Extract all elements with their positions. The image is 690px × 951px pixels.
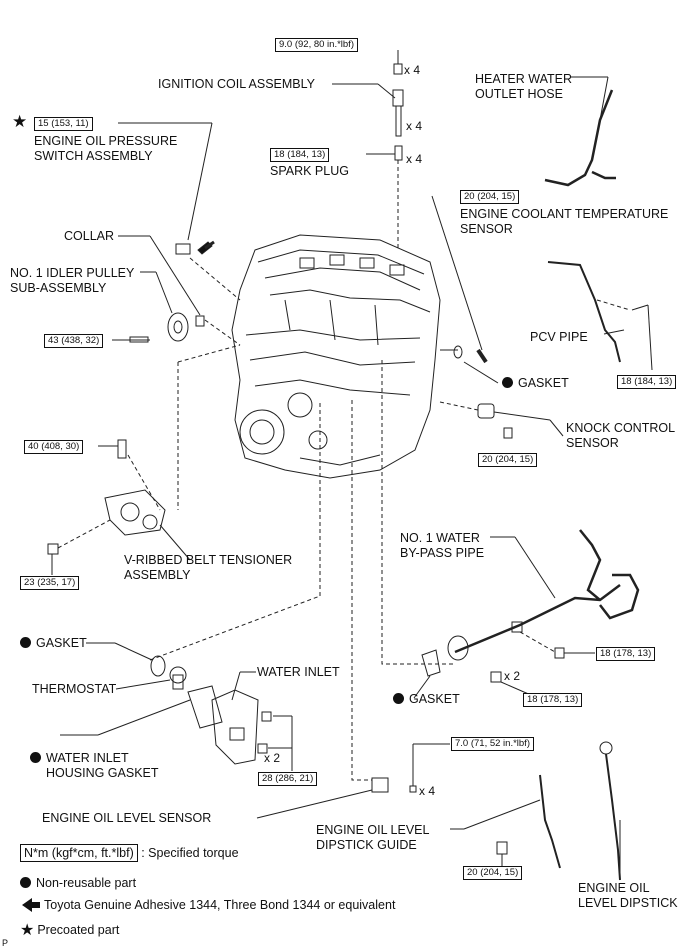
label-heater-hose-2: OUTLET HOSE bbox=[475, 87, 563, 101]
label-pcv-pipe: PCV PIPE bbox=[530, 330, 588, 344]
page-ref: P bbox=[2, 938, 9, 948]
label-spark-plug: SPARK PLUG bbox=[270, 164, 349, 178]
label-ect-1: ENGINE COOLANT TEMPERATURE bbox=[460, 207, 669, 221]
coil-bolt-shape bbox=[393, 63, 403, 75]
torque-knock: 20 (204, 15) bbox=[478, 453, 538, 467]
qty-oil-level: x 4 bbox=[419, 784, 436, 798]
label-dipstick-1: ENGINE OIL bbox=[578, 881, 650, 895]
legend-precoated: ★Precoated part bbox=[20, 922, 120, 939]
label-tensioner-1: V-RIBBED BELT TENSIONER bbox=[124, 553, 293, 567]
star-icon: ★ bbox=[20, 922, 35, 939]
torque-oil-level: 7.0 (71, 52 in.*lbf) bbox=[451, 737, 534, 751]
torque-spark-plug: 18 (184, 13) bbox=[270, 148, 330, 162]
torque-idler: 43 (438, 32) bbox=[44, 334, 104, 348]
label-oil-switch-2: SWITCH ASSEMBLY bbox=[34, 149, 153, 163]
label-ignition-coil: IGNITION COIL ASSEMBLY bbox=[158, 77, 315, 91]
qty-coil: x 4 bbox=[406, 119, 423, 133]
label-gasket-bypass: GASKET bbox=[393, 692, 460, 707]
label-oil-level-sensor: ENGINE OIL LEVEL SENSOR bbox=[42, 811, 212, 825]
label-knock-1: KNOCK CONTROL bbox=[566, 421, 676, 435]
label-bypass-1: NO. 1 WATER bbox=[400, 531, 480, 545]
label-dip-guide-2: DIPSTICK GUIDE bbox=[316, 838, 417, 852]
non-reusable-dot-icon bbox=[393, 693, 404, 704]
torque-coil-bolt: 9.0 (92, 80 in.*lbf) bbox=[275, 38, 358, 52]
legend-non-reusable: Non-reusable part bbox=[20, 876, 136, 890]
label-knock-2: SENSOR bbox=[566, 436, 619, 450]
label-dip-guide-1: ENGINE OIL LEVEL bbox=[316, 823, 430, 837]
torque-ect: 20 (204, 15) bbox=[460, 190, 520, 204]
label-oil-switch-1: ENGINE OIL PRESSURE bbox=[34, 134, 178, 148]
qty-water-inlet: x 2 bbox=[264, 751, 281, 765]
label-tensioner-2: ASSEMBLY bbox=[124, 568, 191, 582]
engine-block bbox=[231, 234, 441, 479]
label-gasket-thermo: GASKET bbox=[20, 636, 87, 651]
label-gasket-ect: GASKET bbox=[502, 376, 569, 391]
label-idler-1: NO. 1 IDLER PULLEY bbox=[10, 266, 135, 280]
non-reusable-dot-icon bbox=[30, 752, 41, 763]
label-inlet-gasket-2: HOUSING GASKET bbox=[46, 766, 159, 780]
label-bypass-2: BY-PASS PIPE bbox=[400, 546, 485, 560]
label-inlet-gasket-1: WATER INLET bbox=[30, 751, 129, 766]
legend-adhesive: Toyota Genuine Adhesive 1344, Three Bond… bbox=[44, 898, 396, 912]
non-reusable-dot-icon bbox=[502, 377, 513, 388]
star-icon: ★ bbox=[12, 112, 28, 131]
torque-water-inlet: 28 (286, 21) bbox=[258, 772, 318, 786]
label-thermostat: THERMOSTAT bbox=[32, 682, 117, 696]
non-reusable-dot-icon bbox=[20, 877, 31, 888]
legend-torque-desc: : Specified torque bbox=[141, 846, 239, 860]
legend-torque: N*m (kgf*cm, ft.*lbf) : Specified torque bbox=[20, 844, 239, 862]
qty-bypass-nut: x 2 bbox=[504, 669, 521, 683]
torque-oil-switch: 15 (153, 11) bbox=[34, 117, 93, 131]
label-idler-2: SUB-ASSEMBLY bbox=[10, 281, 107, 295]
torque-pcv: 18 (184, 13) bbox=[617, 375, 677, 389]
label-water-inlet: WATER INLET bbox=[257, 665, 340, 679]
torque-dip-guide: 20 (204, 15) bbox=[463, 866, 523, 880]
qty-coil-bolt: x 4 bbox=[404, 63, 421, 77]
non-reusable-dot-icon bbox=[20, 637, 31, 648]
legend-torque-box: N*m (kgf*cm, ft.*lbf) bbox=[20, 844, 138, 862]
torque-tensioner-nut: 23 (235, 17) bbox=[20, 576, 80, 590]
torque-tensioner-bolt: 40 (408, 30) bbox=[24, 440, 84, 454]
qty-spark-plug: x 4 bbox=[406, 152, 423, 166]
label-dipstick-2: LEVEL DIPSTICK bbox=[578, 896, 678, 910]
label-collar: COLLAR bbox=[64, 229, 115, 243]
label-ect-2: SENSOR bbox=[460, 222, 513, 236]
torque-bypass-nut: 18 (178, 13) bbox=[523, 693, 583, 707]
label-heater-hose-1: HEATER WATER bbox=[475, 72, 572, 86]
torque-bypass-bolt: 18 (178, 13) bbox=[596, 647, 656, 661]
